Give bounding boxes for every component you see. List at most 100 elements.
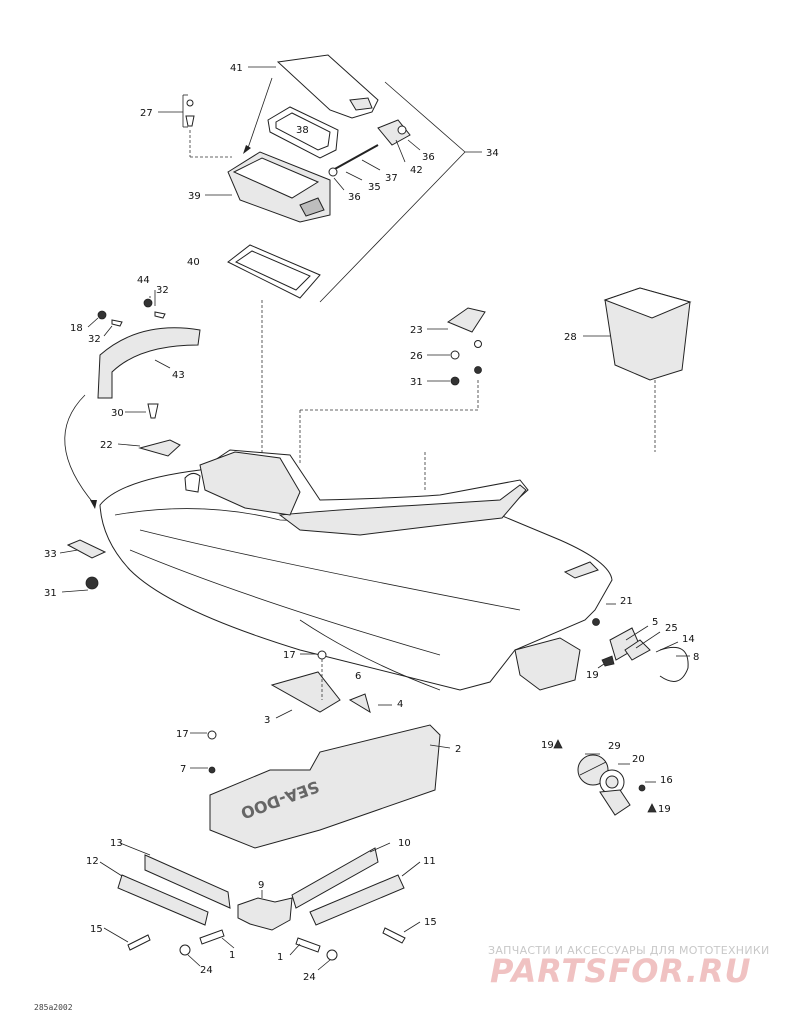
label-42: 42: [410, 165, 423, 176]
vent-drop-top: [553, 739, 563, 749]
hinge-pin: [332, 144, 379, 171]
label-36a: 36: [422, 152, 435, 163]
nut-left: [179, 944, 191, 956]
footrest-pad-small: [270, 671, 341, 713]
label-28: 28: [564, 332, 577, 343]
screw: [111, 319, 123, 327]
bumper-screw: [147, 403, 159, 419]
label-15a: 15: [90, 924, 103, 935]
label-10: 10: [398, 838, 411, 849]
footrest-mat-group: SEA-DOO: [190, 650, 451, 849]
handle-group: [299, 307, 486, 465]
diagram-code: 285a2002: [34, 1003, 73, 1012]
label-43: 43: [172, 370, 185, 381]
label-23: 23: [410, 325, 423, 336]
label-41: 41: [230, 63, 243, 74]
watermark-logo: PARTSFOR.RU: [490, 952, 752, 990]
rear-bumper-molding: [97, 327, 201, 399]
label-8: 8: [693, 652, 699, 663]
label-38: 38: [296, 125, 309, 136]
label-24b: 24: [303, 972, 316, 983]
label-13: 13: [110, 838, 123, 849]
strake-right: [309, 874, 405, 926]
label-11: 11: [423, 856, 436, 867]
pad-screw: [208, 766, 216, 774]
label-14: 14: [682, 634, 695, 645]
nut: [97, 310, 107, 320]
bumper-bracket: [138, 439, 181, 457]
label-18: 18: [70, 323, 83, 334]
sponson-left: [144, 854, 231, 909]
plug-top: [317, 650, 327, 660]
label-29: 29: [608, 741, 621, 752]
backing-plate: [624, 639, 651, 661]
label-44: 44: [137, 275, 150, 286]
label-39: 39: [188, 191, 201, 202]
label-35: 35: [368, 182, 381, 193]
label-40: 40: [187, 257, 200, 268]
tow-eye-group: [592, 603, 690, 682]
sponson-group: [99, 842, 421, 971]
label-25: 25: [665, 623, 678, 634]
label-22: 22: [100, 440, 113, 451]
label-3: 3: [264, 715, 270, 726]
rear-storage-bucket-group: [583, 287, 692, 452]
rivet-bottom: [185, 115, 195, 127]
part-labels: 41 27 38 34 36 42 37 35 36 39 40 44 32 1…: [44, 63, 699, 983]
tow-eye: [659, 646, 689, 682]
label-31a: 31: [410, 377, 423, 388]
vent-group: [553, 739, 657, 816]
label-27: 27: [140, 108, 153, 119]
jet-pump-nozzle: [514, 637, 581, 691]
reinforcement-plate: [66, 539, 107, 559]
screw-right: [295, 937, 321, 953]
label-20: 20: [632, 754, 645, 765]
label-32a: 32: [156, 285, 169, 296]
screw-left: [199, 929, 225, 945]
handle-washer: [450, 350, 460, 360]
label-30: 30: [111, 408, 124, 419]
sponson-right: [291, 847, 379, 909]
nut-top: [143, 298, 153, 308]
label-26: 26: [410, 351, 423, 362]
grab-handle: [446, 307, 486, 333]
plate-nut: [85, 576, 99, 590]
label-6: 6: [355, 671, 361, 682]
washer-top: [397, 125, 407, 135]
label-1a: 1: [229, 950, 235, 961]
label-37: 37: [385, 173, 398, 184]
handle-nut: [450, 376, 460, 386]
label-36b: 36: [348, 192, 361, 203]
label-12: 12: [86, 856, 99, 867]
watermark-caption: ЗАПЧАСТИ И АКСЕССУАРЫ ДЛЯ МОТОТЕХНИКИ: [488, 944, 770, 957]
nut-right: [326, 949, 338, 961]
rivet-left: [127, 934, 151, 951]
label-33: 33: [44, 549, 57, 560]
side-parts-group: [59, 539, 107, 593]
bumper-group: [64, 290, 201, 509]
console: [199, 451, 301, 516]
seat: [278, 484, 527, 536]
storage-compartment-group: [158, 54, 482, 470]
label-24a: 24: [200, 965, 213, 976]
label-7: 7: [180, 764, 186, 775]
label-17a: 17: [283, 650, 296, 661]
label-2: 2: [455, 744, 461, 755]
label-32b: 32: [88, 334, 101, 345]
label-31b: 31: [44, 588, 57, 599]
footrest-pad-triangle: [348, 693, 371, 714]
rivet-top: [186, 99, 194, 107]
washer-bottom: [328, 167, 338, 177]
rivet-right: [382, 927, 406, 944]
label-19a: 19: [586, 670, 599, 681]
label-34: 34: [486, 148, 499, 159]
label-21: 21: [620, 596, 633, 607]
label-9: 9: [258, 880, 264, 891]
label-15b: 15: [424, 917, 437, 928]
vent-drop-bottom: [647, 803, 657, 813]
hull-body: [99, 449, 613, 691]
strake-left: [117, 874, 209, 926]
vent-screw: [638, 784, 646, 792]
label-16: 16: [660, 775, 673, 786]
